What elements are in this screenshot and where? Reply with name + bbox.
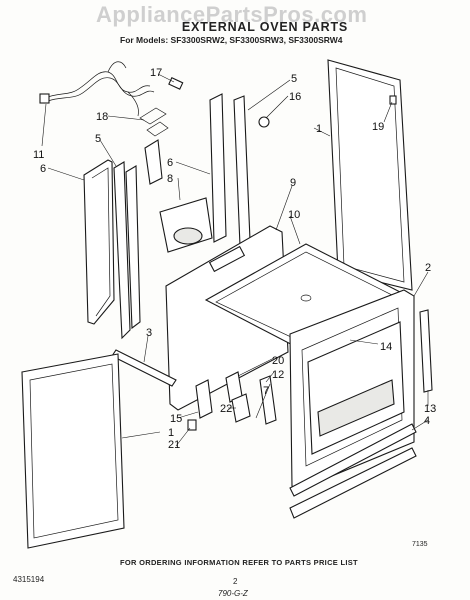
wire-clips: [139, 107, 169, 137]
callout-8: 8: [167, 173, 173, 185]
bottom-kick-panel: [289, 447, 417, 519]
ordering-instruction: FOR ORDERING INFORMATION REFER TO PARTS …: [120, 558, 358, 567]
callout-4: 4: [424, 415, 430, 427]
callout-19: 19: [372, 121, 384, 133]
callout-22: 22: [220, 403, 232, 415]
callout-17: 17: [150, 67, 162, 79]
drawing-code: 7135: [412, 541, 428, 548]
rear-panel-clip-19: [389, 95, 397, 105]
callout-15: 15: [170, 413, 182, 425]
callout-10: 10: [288, 209, 300, 221]
callout-13: 13: [424, 403, 436, 415]
rear-panel: [327, 59, 413, 291]
callout-1-bottom: 1: [168, 427, 174, 439]
model-list: For Models: SF3300SRW2, SF3300SRW3, SF33…: [120, 35, 343, 45]
front-trim-strip: [419, 309, 433, 393]
terminal-block: [168, 77, 184, 90]
left-trim-strip: [113, 161, 131, 340]
left-side-panel: [83, 159, 115, 325]
callout-20: 20: [272, 355, 284, 367]
kick-plate: [289, 423, 417, 497]
left-rear-channel: [125, 165, 141, 330]
callout-1-top: 1: [316, 123, 322, 135]
left-side-skin: [21, 353, 125, 549]
document-number: 4315194: [13, 575, 45, 584]
leg-screw-21: [187, 419, 197, 431]
callout-numbers: 17 5 16 18 19 1 11 5 6 6 8 9 10 2 14 3 2…: [33, 67, 436, 451]
leveling-leg: [195, 379, 213, 419]
leader-lines: [41, 73, 429, 447]
rail-3: [111, 349, 177, 387]
callout-6-left: 6: [40, 163, 46, 175]
callout-2: 2: [425, 262, 431, 274]
callout-5-top: 5: [291, 73, 297, 85]
center-side-panel: [209, 93, 227, 243]
callout-6-center: 6: [167, 157, 173, 169]
callout-11: 11: [33, 149, 44, 161]
oven-window: [317, 379, 395, 437]
bracket: [144, 139, 163, 185]
callout-3: 3: [146, 327, 152, 339]
wire-harness: [39, 61, 155, 117]
right-trim-strip: [233, 95, 251, 247]
callout-7: 7: [263, 385, 269, 397]
callout-14: 14: [380, 341, 392, 353]
callout-12: 12: [272, 369, 284, 381]
handwritten-note: 790-G-Z: [218, 589, 248, 598]
watermark: AppliancePartsPros.com: [96, 2, 368, 27]
page-title: EXTERNAL OVEN PARTS: [181, 20, 349, 34]
callout-16: 16: [289, 91, 301, 103]
page-number: 2: [233, 577, 238, 586]
callout-5-left: 5: [95, 133, 101, 145]
callout-9: 9: [290, 177, 296, 189]
bracket-12: [259, 375, 277, 425]
bracket-22: [231, 393, 251, 423]
callout-21: 21: [168, 439, 180, 451]
callout-18: 18: [96, 111, 108, 123]
screw-16: [258, 116, 270, 128]
